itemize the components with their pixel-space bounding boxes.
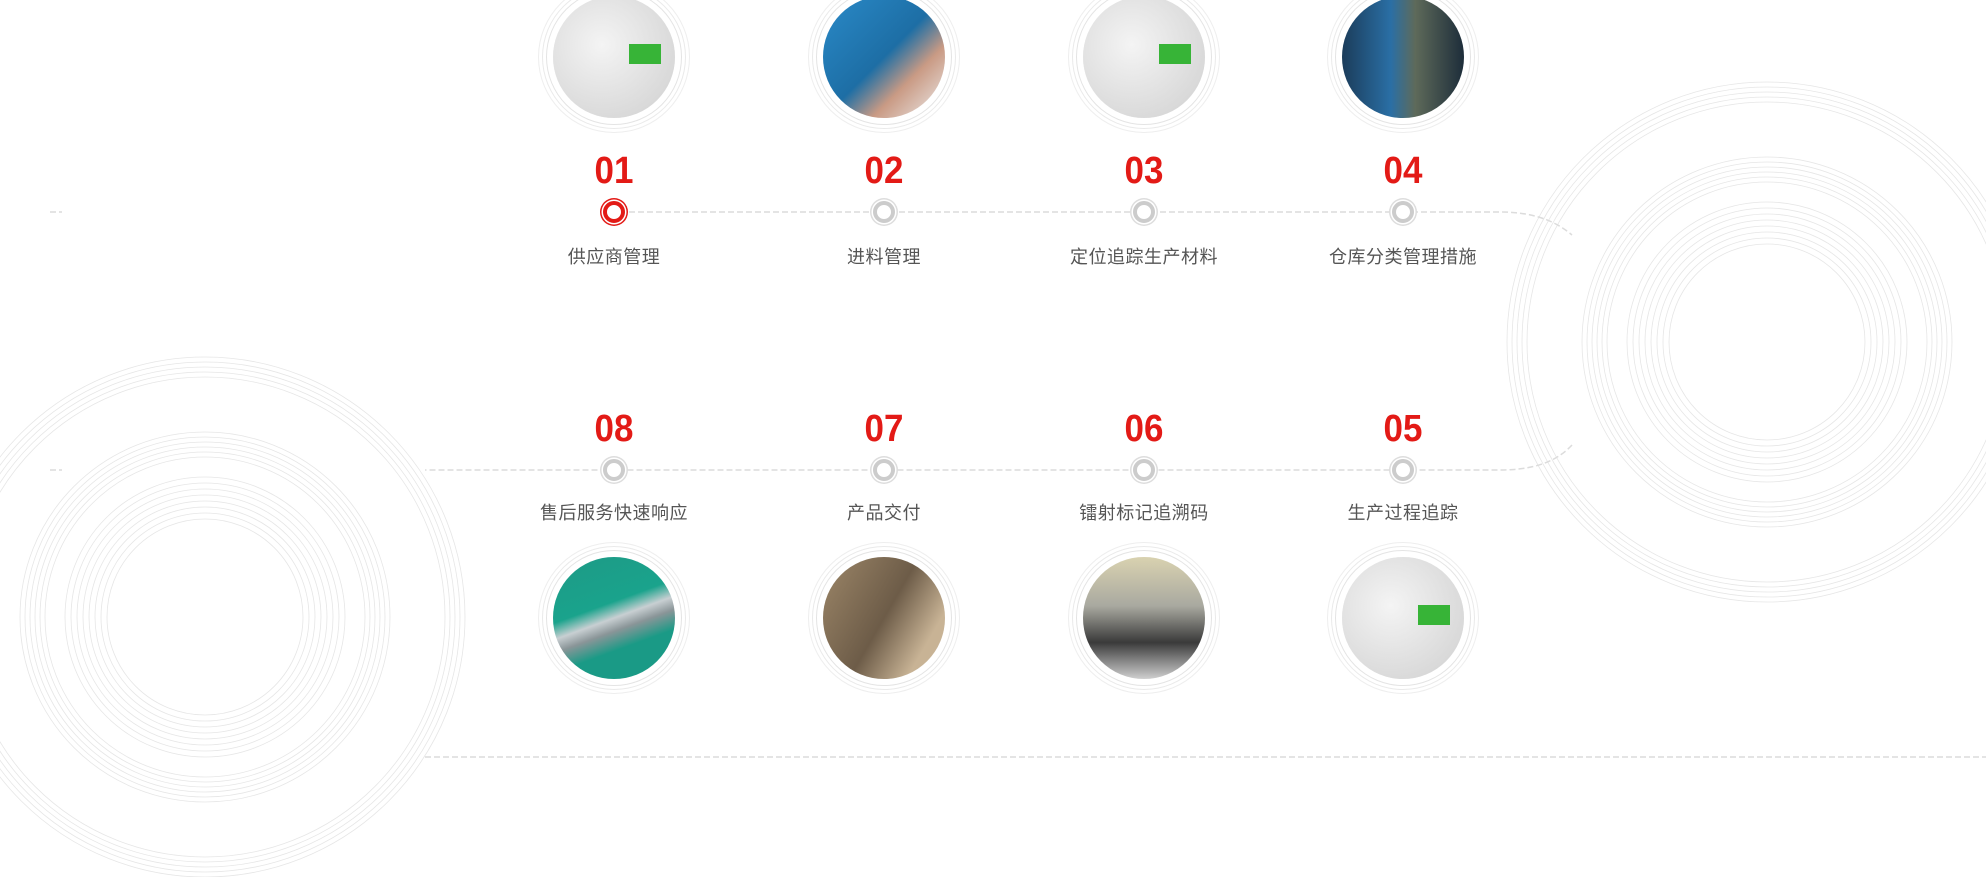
timeline-step-03[interactable]: 03 定位追踪生产材料 [1024, 0, 1264, 877]
step-photo [553, 0, 675, 118]
step-label: 进料管理 [847, 247, 921, 267]
step-photo [1083, 557, 1205, 679]
timeline-step-08[interactable]: 08 售后服务快速响应 [494, 0, 734, 877]
step-number: 03 [1124, 150, 1164, 192]
step-dot[interactable] [1392, 459, 1414, 481]
step-dot[interactable] [873, 459, 895, 481]
step-label: 仓库分类管理措施 [1329, 247, 1477, 267]
step-number: 01 [594, 150, 634, 192]
step-label: 生产过程追踪 [1347, 503, 1459, 523]
step-photo [1342, 0, 1464, 118]
step-label: 定位追踪生产材料 [1070, 247, 1218, 267]
timeline-step-01[interactable]: 01 供应商管理 [494, 0, 734, 877]
step-number: 04 [1383, 150, 1423, 192]
timeline-step-05[interactable]: 05 生产过程追踪 [1283, 0, 1523, 877]
step-dot[interactable] [1133, 459, 1155, 481]
step-photo [1342, 557, 1464, 679]
step-photo [823, 557, 945, 679]
step-number: 05 [1383, 408, 1423, 450]
step-photo [553, 557, 675, 679]
step-dot[interactable] [603, 459, 625, 481]
step-dot[interactable] [603, 201, 625, 223]
step-dot[interactable] [1392, 201, 1414, 223]
step-number: 06 [1124, 408, 1164, 450]
concentric-circles-right [1506, 81, 1986, 603]
step-label: 镭射标记追溯码 [1079, 503, 1209, 523]
step-number: 02 [864, 150, 904, 192]
timeline-step-06[interactable]: 06 镭射标记追溯码 [1024, 0, 1264, 877]
step-number: 07 [864, 408, 904, 450]
timeline-path [50, 211, 1986, 758]
step-label: 售后服务快速响应 [540, 503, 688, 523]
step-dot[interactable] [873, 201, 895, 223]
step-label: 供应商管理 [567, 247, 661, 267]
timeline-step-04[interactable]: 04 仓库分类管理措施 [1283, 0, 1523, 877]
timeline-step-07[interactable]: 07 产品交付 [764, 0, 1004, 877]
step-photo [823, 0, 945, 118]
step-number: 08 [594, 408, 634, 450]
step-dot[interactable] [1133, 201, 1155, 223]
step-label: 产品交付 [847, 503, 921, 523]
step-photo [1083, 0, 1205, 118]
concentric-circles-left [0, 356, 466, 877]
timeline-step-02[interactable]: 02 进料管理 [764, 0, 1004, 877]
